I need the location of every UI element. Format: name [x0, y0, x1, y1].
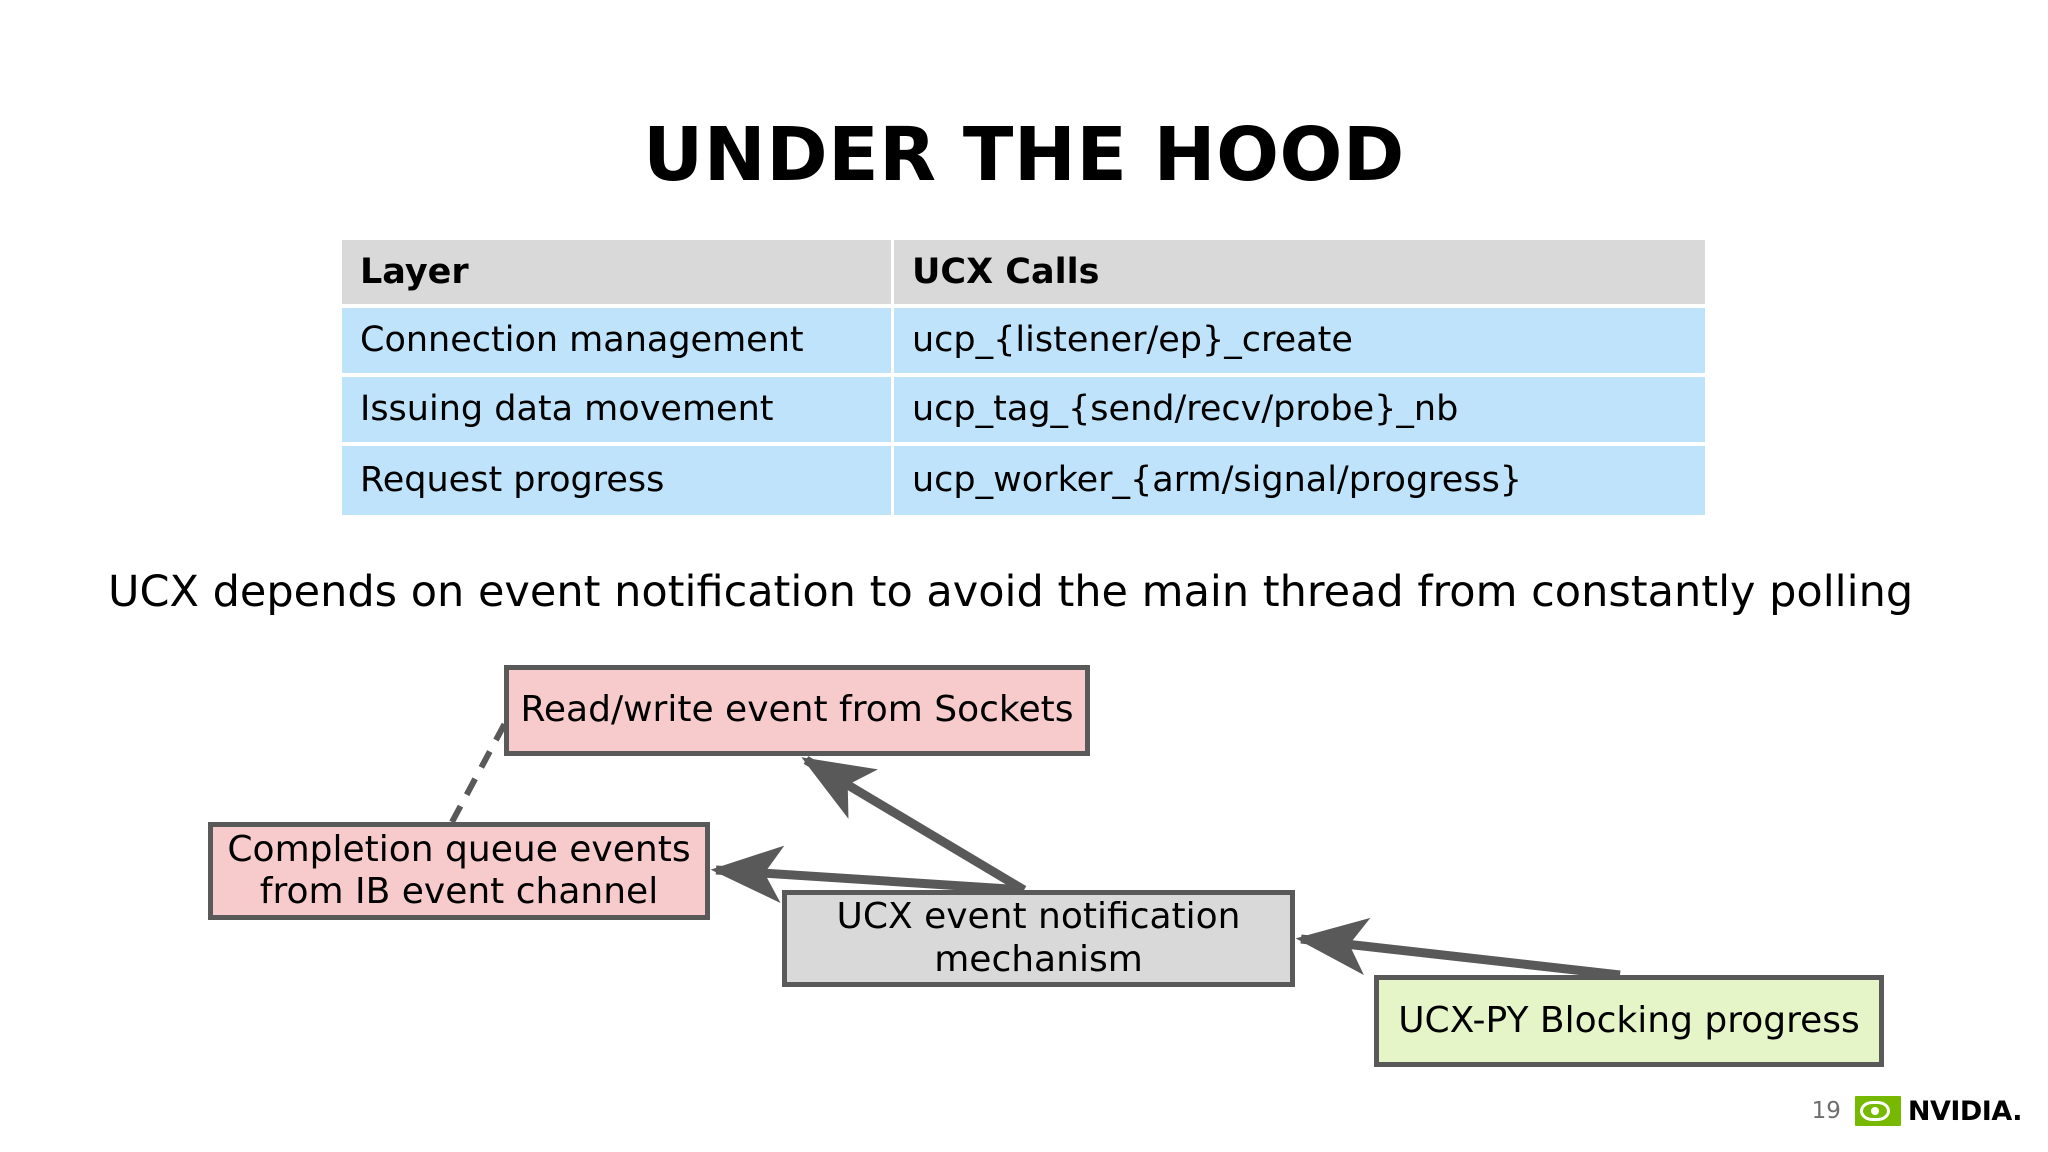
table-cell-ucx-call: ucp_tag_{send/recv/probe}_nb [894, 377, 1705, 446]
diagram-box-read-write-event-from-sockets[interactable]: Read/write event from Sockets [504, 665, 1090, 756]
table-cell-layer: Connection management [342, 308, 894, 377]
ucx-layer-table: Layer UCX Calls Connection management uc… [342, 240, 1705, 515]
diagram-box-ucx-py-blocking-progress[interactable]: UCX-PY Blocking progress [1374, 975, 1884, 1067]
connector-ucxevent-to-sockets [801, 756, 1027, 894]
nvidia-eye-icon [1854, 1096, 1901, 1126]
table-row: Issuing data movement ucp_tag_{send/recv… [342, 377, 1705, 446]
table-cell-ucx-call: ucp_{listener/ep}_create [894, 308, 1705, 377]
table-cell-layer: Request progress [342, 446, 894, 515]
diagram-box-completion-queue-events[interactable]: Completion queue events from IB event ch… [208, 822, 710, 920]
nvidia-logo: NVIDIA. [1854, 1095, 2023, 1127]
diagram-box-ucx-event-notification-mechanism[interactable]: UCX event notification mechanism [782, 890, 1295, 987]
slide-footer: 19 NVIDIA. [1811, 1094, 2023, 1128]
connector-ucxpy-to-ucxevent [1295, 917, 1621, 980]
table-row: Connection management ucp_{listener/ep}_… [342, 308, 1705, 377]
body-sentence: UCX depends on event notification to avo… [108, 567, 1914, 617]
table-header-ucx-calls: UCX Calls [894, 240, 1705, 308]
page-title: UNDER THE HOOD [643, 112, 1405, 198]
connector-cq-to-sockets [449, 710, 514, 824]
page-number: 19 [1811, 1098, 1841, 1124]
nvidia-wordmark: NVIDIA. [1907, 1095, 2023, 1127]
table-header-row: Layer UCX Calls [342, 240, 1705, 308]
table-header-layer: Layer [342, 240, 894, 308]
table-cell-layer: Issuing data movement [342, 377, 894, 446]
table-row: Request progress ucp_worker_{arm/signal/… [342, 446, 1705, 515]
table-cell-ucx-call: ucp_worker_{arm/signal/progress} [894, 446, 1705, 515]
connector-ucxevent-to-cq [710, 845, 1025, 904]
